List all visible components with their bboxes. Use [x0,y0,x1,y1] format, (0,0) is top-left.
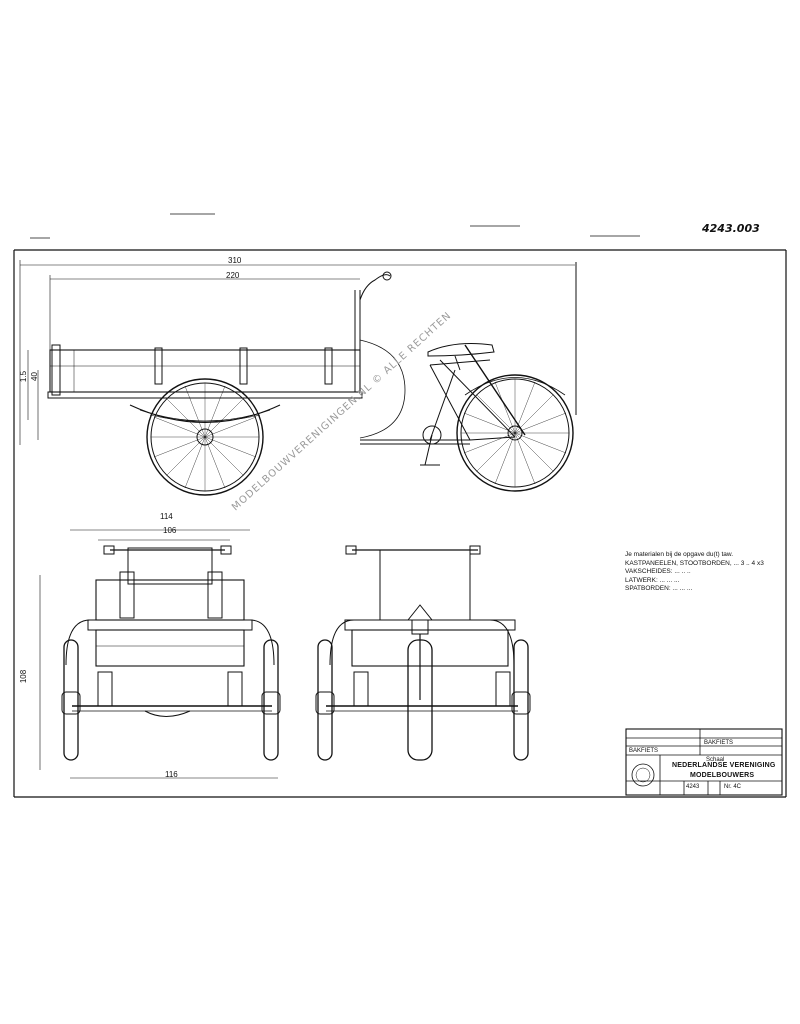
dim-front-height: 108 [19,669,29,684]
note-line: VAKSCHEIDES: ... .. .. [625,568,691,576]
number-field: Nr. 4C [724,784,742,790]
note-line: SPATBORDEN: ... ... ... [625,585,693,593]
title-block [625,728,783,796]
dim-height-a: 1.5 [19,370,29,383]
front-view [39,529,360,779]
title-scale-note: Schaal [706,757,725,763]
note-line: LATWERK: ... ... ... [625,576,680,584]
dim-front-width: 114 [160,512,173,521]
title-subject: BAKFIETS [704,740,734,746]
side-view [19,260,575,496]
organisation-name: NEDERLANDSE VERENIGING [672,762,776,769]
drawing-number: 4243.003 [702,222,760,235]
association-seal [631,763,655,787]
title-subject-left: BAKFIETS [629,748,659,754]
note-line: KASTPANEELEN, STOOTBORDEN, ... 3 .. 4 x3 [625,559,764,567]
sheet-border [13,213,787,798]
rear-view [315,545,531,761]
sheet-field: 4243 [686,784,700,790]
material-notes: Je materialen bij de opgave du(t) taw. K… [625,551,795,594]
note-line: Je materialen bij de opgave du(t) taw. [625,551,734,558]
dim-height-b: 40 [29,372,39,381]
organisation-name-line2: MODELBOUWERS [690,772,755,779]
dim-bottom-width: 116 [165,770,178,779]
dim-box-width: 106 [163,526,177,535]
dim-box-length: 220 [226,271,240,280]
dim-overall-length: 310 [228,256,242,265]
